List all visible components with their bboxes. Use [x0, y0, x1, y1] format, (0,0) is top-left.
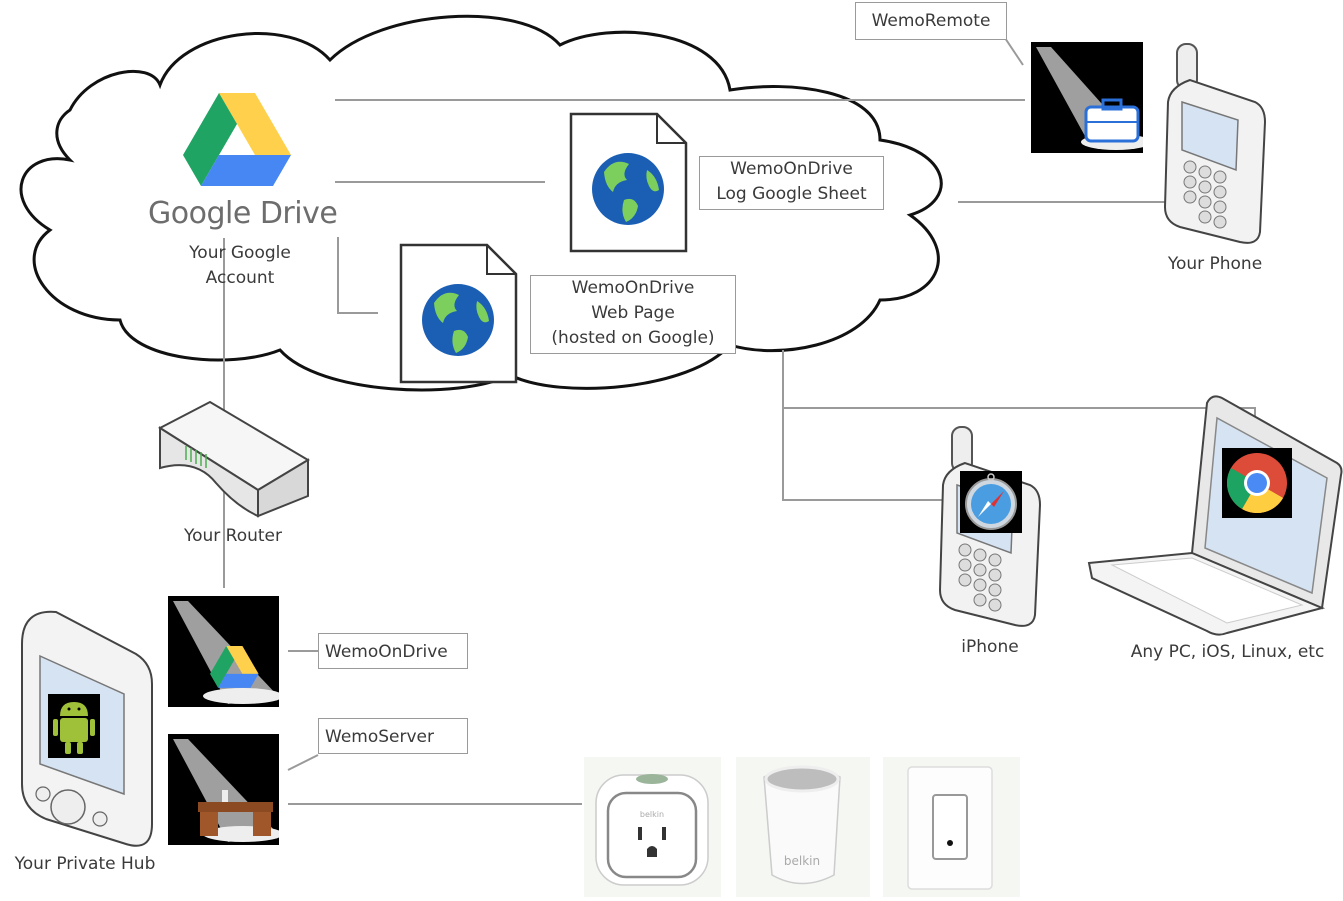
connector-drive-webpage [337, 237, 378, 314]
account-label-line2: Account [205, 268, 275, 288]
web-page-line1: WemoOnDrive [571, 278, 695, 298]
wemoserver-callout: WemoServer [318, 718, 468, 754]
google-drive-spotlight-icon[interactable] [168, 596, 279, 707]
connector-cloud-clients [782, 350, 960, 501]
wemo-light-switch[interactable] [883, 757, 1020, 897]
router-label: Your Router [183, 526, 283, 546]
safari-icon [960, 471, 1022, 533]
router-icon[interactable] [156, 398, 312, 522]
connector-wemoremote-callout [1004, 37, 1024, 66]
iphone-label: iPhone [961, 637, 1019, 657]
android-icon [48, 694, 100, 758]
log-sheet-document-icon[interactable] [569, 112, 689, 254]
pc-label: Any PC, iOS, Linux, etc [1130, 642, 1325, 662]
chrome-icon [1222, 448, 1292, 518]
web-page-line3: (hosted on Google) [551, 328, 715, 348]
wemo-motion-sensor[interactable]: belkin [736, 757, 870, 897]
your-phone-label: Your Phone [1167, 254, 1263, 274]
connector-wemoserver-callout [287, 754, 319, 771]
google-drive-logo-icon [183, 93, 291, 186]
web-page-callout: WemoOnDrive Web Page (hosted on Google) [530, 275, 736, 354]
briefcase-spotlight-icon [1031, 42, 1143, 153]
private-hub-label: Your Private Hub [14, 854, 156, 874]
account-label-line1: Your Google [189, 243, 291, 263]
laptop-device-icon[interactable] [1087, 393, 1343, 638]
log-sheet-line2: Log Google Sheet [716, 184, 867, 204]
google-drive-title: Google Drive [148, 196, 338, 231]
your-phone-icon[interactable] [1160, 42, 1270, 248]
wemoremote-callout: WemoRemote [855, 2, 1007, 40]
log-sheet-line1: WemoOnDrive [730, 159, 853, 179]
wemoondrive-callout: WemoOnDrive [318, 633, 468, 669]
belkin-brand-text: belkin [640, 810, 664, 819]
wemo-insight-switch[interactable]: belkin [584, 757, 721, 897]
web-page-line2: Web Page [591, 303, 675, 323]
log-sheet-callout: WemoOnDrive Log Google Sheet [699, 156, 884, 210]
belkin-brand-text: belkin [784, 854, 820, 868]
web-page-document-icon[interactable] [399, 243, 519, 385]
desk-spotlight-icon[interactable] [168, 734, 279, 845]
